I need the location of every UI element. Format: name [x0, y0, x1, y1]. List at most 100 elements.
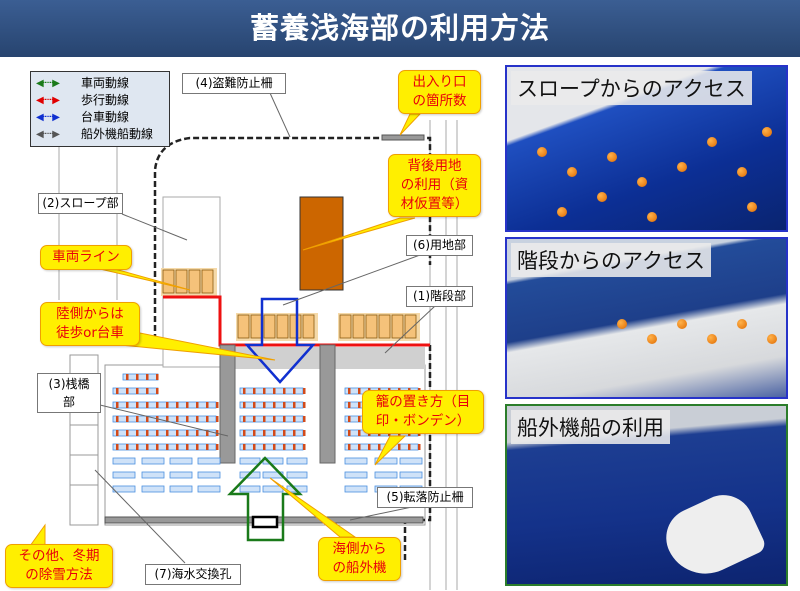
buoy [126, 374, 129, 380]
boat-route-arrow [227, 456, 303, 542]
legend-item-vehicle: ◀······▶車両動線 [36, 76, 130, 90]
legend-item-cart: ◀······▶台車動線 [36, 110, 130, 124]
buoy [408, 444, 411, 450]
buoy [303, 416, 306, 422]
callout-land-side: 陸側からは徒歩or台車 [40, 302, 140, 346]
buoy [283, 416, 286, 422]
theft-prevention-fence [153, 136, 432, 560]
stair-band-2 [335, 347, 425, 369]
crate-groups [161, 268, 420, 341]
buoy [348, 402, 351, 408]
buoy [206, 416, 209, 422]
cage-row [239, 485, 261, 493]
crate [188, 269, 201, 294]
buoy [368, 444, 371, 450]
buoy [348, 416, 351, 422]
buoy [348, 388, 351, 394]
legend-item-boat: ◀······▶船外機船動線 [36, 127, 154, 141]
leader-lines [94, 92, 436, 564]
buoy [176, 402, 179, 408]
buoy [418, 444, 421, 450]
buoy [293, 430, 296, 436]
cage-row [344, 471, 368, 479]
label-slope: (2)スロープ部 [38, 193, 123, 214]
buoy [303, 402, 306, 408]
stair-band-1 [235, 347, 320, 369]
buoy [283, 430, 286, 436]
callout-back-land: 背後用地の利用（資材仮置等） [388, 154, 481, 217]
cart-route-arrow [244, 297, 316, 384]
arrow-icon: ◀······▶ [36, 95, 60, 106]
crate [162, 269, 175, 294]
photo-stairs-access: 階段からのアクセス [505, 237, 788, 399]
buoy [146, 430, 149, 436]
buoy [136, 374, 139, 380]
buoy [263, 416, 266, 422]
buoy [166, 416, 169, 422]
buoy [243, 444, 246, 450]
buoy [176, 444, 179, 450]
cage-row [399, 471, 423, 479]
photo-caption: 船外機船の利用 [511, 410, 670, 444]
buoy [146, 402, 149, 408]
crate [365, 314, 378, 339]
buoy [273, 402, 276, 408]
boat-image [656, 485, 768, 584]
buoy [146, 388, 149, 394]
buoy [186, 416, 189, 422]
buoy [263, 444, 266, 450]
buoy [243, 388, 246, 394]
cage-row [112, 387, 159, 395]
crate [201, 269, 214, 294]
buoy [186, 402, 189, 408]
cage-row [239, 457, 261, 465]
buoy [358, 388, 361, 394]
callout-cage-placement: 籠の置き方（目印・ボンデン） [362, 390, 484, 434]
buoy [166, 444, 169, 450]
buoy [116, 430, 119, 436]
cage-row [112, 471, 136, 479]
buoy [398, 444, 401, 450]
buoy [263, 430, 266, 436]
buoy [273, 430, 276, 436]
buoy [146, 416, 149, 422]
buoy [348, 444, 351, 450]
buoy [358, 430, 361, 436]
cage-row [141, 485, 165, 493]
cage-row [169, 471, 193, 479]
crate [302, 314, 315, 339]
buoy [126, 444, 129, 450]
buoy [156, 388, 159, 394]
label-theft-fence: (4)盗難防止柵 [182, 73, 286, 94]
buoy [243, 430, 246, 436]
page-title: 蓄養浅海部の利用方法 [0, 0, 800, 57]
photo-slope-access: スロープからのアクセス [505, 65, 788, 232]
buoy [293, 388, 296, 394]
buoy [136, 402, 139, 408]
buoy [348, 430, 351, 436]
buoy [243, 416, 246, 422]
cage-row [374, 471, 398, 479]
arrow-icon: ◀······▶ [36, 112, 60, 123]
buoy [303, 444, 306, 450]
buoy [196, 402, 199, 408]
buoy [156, 374, 159, 380]
label-fall-fence: (5)転落防止柵 [377, 487, 473, 508]
buoy [186, 430, 189, 436]
buoy [358, 402, 361, 408]
crate [391, 314, 404, 339]
crate [378, 314, 391, 339]
cage-row [141, 471, 165, 479]
buoy [216, 416, 219, 422]
crate [404, 314, 417, 339]
buoy [136, 444, 139, 450]
callout-tails [29, 113, 422, 547]
buoy [116, 402, 119, 408]
buoy [378, 444, 381, 450]
buoy [206, 444, 209, 450]
cage-row [374, 457, 398, 465]
buoy [358, 444, 361, 450]
photo-outboard-boat: 船外機船の利用 [505, 404, 788, 586]
buoy [253, 416, 256, 422]
arrow-icon: ◀······▶ [36, 78, 60, 89]
